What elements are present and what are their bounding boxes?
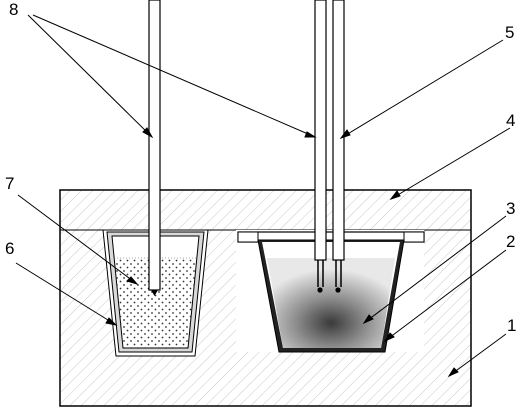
callout-7: 7: [5, 174, 14, 193]
leader-lines: [15, 14, 511, 378]
callout-labels: 8 5 4 7 3 2 6 1: [5, 0, 516, 335]
callout-4: 4: [506, 111, 515, 130]
callout-3: 3: [506, 199, 515, 218]
probes: [148, 0, 345, 296]
callout-6: 6: [5, 239, 14, 258]
callout-1: 1: [507, 316, 516, 335]
callout-5: 5: [505, 23, 514, 42]
callout-8: 8: [9, 0, 18, 19]
probe-left: [148, 0, 161, 291]
callout-2: 2: [506, 232, 515, 251]
probe-right-a: [314, 0, 327, 261]
melt: [267, 258, 395, 348]
powder-fill: [114, 258, 197, 348]
right-crucible: [236, 230, 425, 353]
probe-right-b: [332, 0, 345, 261]
